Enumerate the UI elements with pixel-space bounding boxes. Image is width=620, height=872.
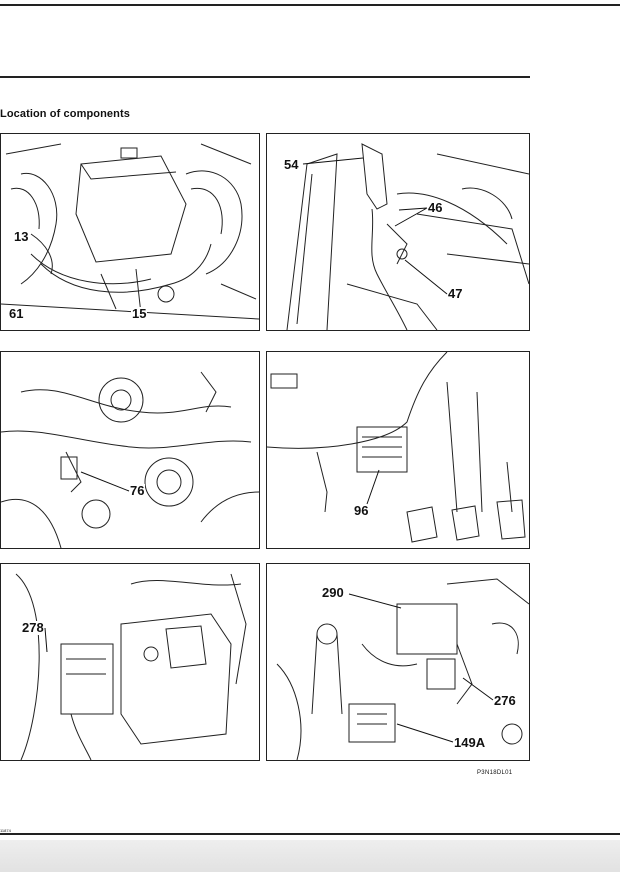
top-border	[0, 4, 620, 6]
callout-47: 47	[447, 286, 464, 301]
callout-278: 278	[21, 620, 45, 635]
callout-13: 13	[13, 229, 30, 244]
callout-54: 54	[283, 157, 300, 172]
figure-panel-engine-bay-left: 13 61 15	[0, 133, 260, 331]
engine-bay-left-drawing	[1, 143, 259, 320]
footer-rule	[0, 833, 620, 835]
header-rule	[0, 76, 530, 78]
figure-panel-pedal-box: 96	[266, 351, 530, 549]
leader-lines-54-46-47	[302, 157, 448, 295]
leader-lines-290-276-149a	[348, 593, 494, 743]
callout-290: 290	[321, 585, 345, 600]
callout-149a: 149A	[453, 735, 487, 750]
figure-panel-engine-front: 76	[0, 351, 260, 549]
relay-box-right-drawing	[276, 578, 529, 760]
leader-line-76	[80, 471, 130, 492]
scan-bleed	[0, 840, 620, 872]
relay-box-left-drawing	[15, 573, 247, 760]
pedal-box-drawing	[267, 352, 526, 543]
callout-76: 76	[129, 483, 146, 498]
page-title: Location of components	[0, 108, 130, 120]
callout-61: 61	[8, 306, 25, 321]
leader-line-96	[366, 469, 380, 505]
callout-96: 96	[353, 503, 370, 518]
figure-panel-relay-box-left: 278	[0, 563, 260, 761]
callout-46: 46	[427, 200, 444, 215]
engine-front-drawing	[1, 371, 259, 548]
callout-276: 276	[493, 693, 517, 708]
engine-bay-right-drawing	[286, 143, 529, 330]
figure-reference: P3N18DL01	[477, 770, 513, 776]
figure-panel-engine-bay-right: 54 46 47	[266, 133, 530, 331]
callout-15: 15	[131, 306, 148, 321]
leader-line-278	[44, 627, 48, 653]
page-mark: 11874	[0, 828, 11, 833]
figure-panel-relay-box-right: 290 276 149A	[266, 563, 530, 761]
